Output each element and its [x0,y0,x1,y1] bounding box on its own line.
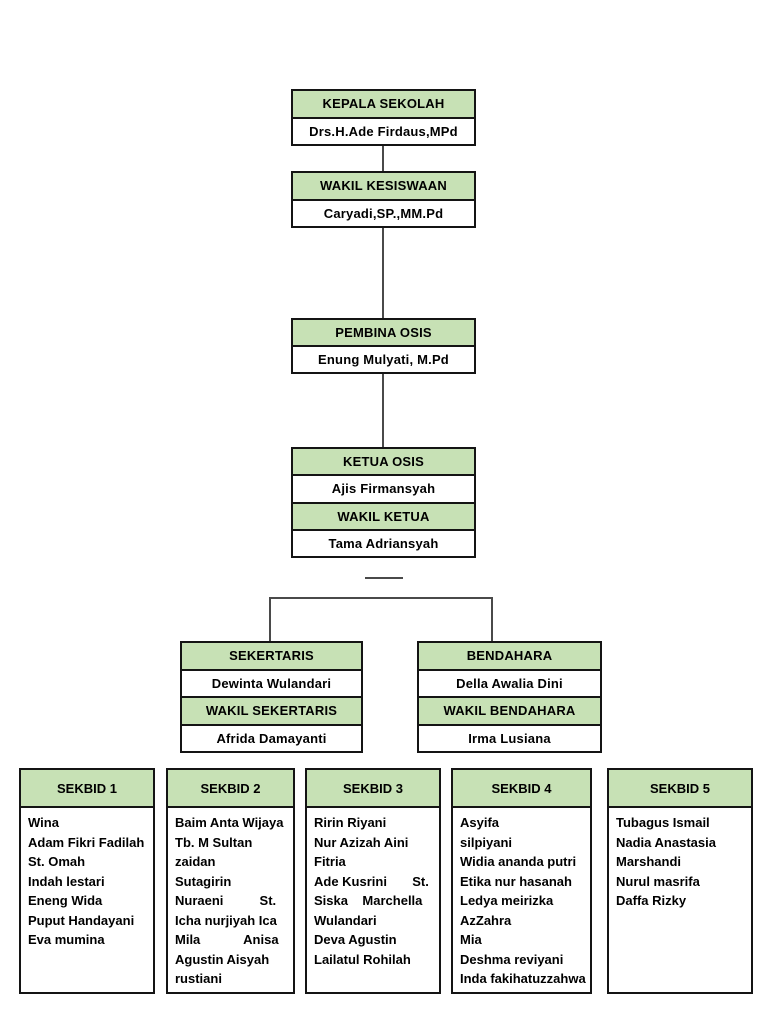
member-name: Tubagus Ismail [616,815,710,830]
sekertaris-title: SEKERTARIS [182,643,361,671]
member-name: silpiyani [460,834,513,850]
member-name: rustiani [175,971,222,986]
wakil-kesiswaan-box: WAKIL KESISWAAN Caryadi,SP.,MM.Pd [291,171,476,228]
ketua-osis-box: KETUA OSIS Ajis Firmansyah WAKIL KETUA T… [291,447,476,558]
kepala-sekolah-title: KEPALA SEKOLAH [293,91,474,119]
wakil-bendahara-name: Irma Lusiana [419,725,600,751]
connector-stub-dash [365,577,403,579]
member-name: Deshma reviyani [460,951,564,967]
member-name: Marshandi [616,854,682,869]
wakil-bendahara-title: WAKIL BENDAHARA [419,698,600,726]
member-name: Fitria [314,854,346,869]
member-name: Siska Marchella [314,893,423,908]
member-name: Nur Azizah Aini [314,834,409,850]
member-name: Nuraeni St. [175,893,277,908]
member-name: Asyifa [460,815,500,830]
member-name: Mila Anisa [175,932,279,947]
sekertaris-box: SEKERTARIS Dewinta Wulandari WAKIL SEKER… [180,641,363,753]
connector-bracket-right [491,597,493,641]
connector-pembina-ketua [382,374,384,447]
connector-bracket-left [269,597,271,641]
member-name: Widia ananda putri [460,854,577,869]
member-name: Etika nur hasanah [460,873,572,889]
member-name: Ade Kusrini St. [314,873,429,889]
connector-wakil-pembina [382,228,384,318]
kepala-sekolah-name: Drs.H.Ade Firdaus,MPd [293,118,474,144]
connector-bracket-horizontal [269,597,493,599]
wakil-sekertaris-title: WAKIL SEKERTARIS [182,698,361,726]
wakil-ketua-title: WAKIL KETUA [293,503,474,531]
bendahara-box: BENDAHARA Della Awalia Dini WAKIL BENDAH… [417,641,602,753]
wakil-sekertaris-name: Afrida Damayanti [182,725,361,751]
member-name: Nadia Anastasia [616,834,716,850]
wakil-kesiswaan-name: Caryadi,SP.,MM.Pd [293,200,474,226]
pembina-osis-box: PEMBINA OSIS Enung Mulyati, M.Pd [291,318,476,374]
member-name: Wulandari [314,912,377,928]
member-name: Ledya meirizka [460,893,554,908]
member-name: Deva Agustin [314,932,397,947]
member-name: Baim Anta Wijaya [175,815,284,830]
bendahara-title: BENDAHARA [419,643,600,671]
member-name: Eva mumina [28,932,105,947]
member-name: Tb. M Sultan [175,834,253,850]
member-name: Agustin Aisyah [175,951,270,967]
member-name: Adam Fikri Fadilah [28,834,145,850]
wakil-ketua-name: Tama Adriansyah [293,530,474,556]
member-name: Sutagirin [175,873,232,889]
sekbid-5-title: SEKBID 5 [609,770,751,808]
member-name: Icha nurjiyah Ica [175,912,277,928]
member-name: Inda fakihatuzzahwa [460,971,586,986]
sekbid-4-title: SEKBID 4 [453,770,590,808]
member-name: Lailatul Rohilah [314,951,411,967]
member-name: Daffa Rizky [616,893,687,908]
sekbid-3-title: SEKBID 3 [307,770,439,808]
bendahara-name: Della Awalia Dini [419,670,600,698]
member-name: St. Omah [28,854,86,869]
member-name: Mia [460,932,482,947]
member-name: zaidan [175,854,216,869]
pembina-osis-name: Enung Mulyati, M.Pd [293,347,474,372]
sekertaris-name: Dewinta Wulandari [182,670,361,698]
member-name: Nurul masrifa [616,873,700,889]
wakil-kesiswaan-title: WAKIL KESISWAAN [293,173,474,201]
member-name: Indah lestari [28,873,105,889]
member-name: Puput Handayani [28,912,135,928]
sekbid-2-title: SEKBID 2 [168,770,293,808]
ketua-osis-title: KETUA OSIS [293,449,474,477]
ketua-osis-name: Ajis Firmansyah [293,476,474,504]
sekbid-1-title: SEKBID 1 [21,770,153,808]
kepala-sekolah-box: KEPALA SEKOLAH Drs.H.Ade Firdaus,MPd [291,89,476,146]
member-name: Eneng Wida [28,893,103,908]
connector-kepala-wakil [382,146,384,171]
pembina-osis-title: PEMBINA OSIS [293,320,474,347]
member-name: AzZahra [460,912,512,928]
member-name: Ririn Riyani [314,815,387,830]
member-name: Wina [28,815,59,830]
